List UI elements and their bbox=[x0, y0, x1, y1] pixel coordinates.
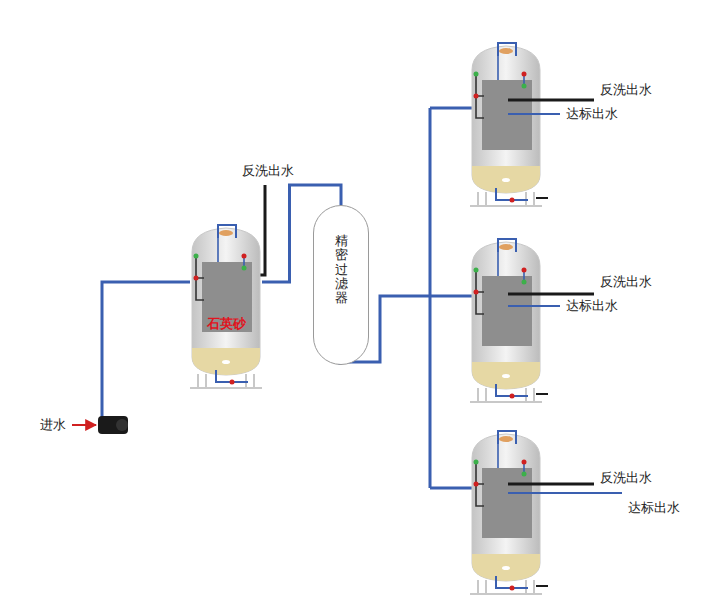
pump-motor bbox=[116, 419, 128, 431]
tank-shape bbox=[190, 225, 262, 388]
backwash-pipe bbox=[508, 100, 594, 484]
softener-tank bbox=[470, 239, 542, 402]
product-pipe bbox=[508, 114, 622, 493]
softener-tank bbox=[470, 431, 542, 594]
outlet-label: 反洗出水 bbox=[600, 274, 652, 290]
outlet-label: 反洗出水 bbox=[600, 470, 652, 486]
quartz-sand-tank: 石英砂 bbox=[186, 222, 266, 392]
precision-filter: 精密过滤器 bbox=[313, 205, 369, 365]
outlet-label: 达标出水 bbox=[566, 106, 618, 122]
inlet-arrow bbox=[72, 424, 96, 426]
tank-drawing bbox=[186, 222, 266, 392]
filter-label: 精密过滤器 bbox=[335, 234, 348, 305]
softener-tank bbox=[470, 43, 542, 206]
inlet-pipe bbox=[102, 282, 190, 425]
outlet-label: 反洗出水 bbox=[242, 163, 294, 179]
inlet-label: 进水 bbox=[40, 417, 66, 433]
outlet-label: 反洗出水 bbox=[600, 82, 652, 98]
media-label: 石英砂 bbox=[186, 315, 266, 333]
outlet-label: 达标出水 bbox=[566, 298, 618, 314]
pump bbox=[98, 416, 128, 434]
outlet-label: 达标出水 bbox=[628, 500, 680, 516]
drain-pipe bbox=[536, 198, 548, 586]
